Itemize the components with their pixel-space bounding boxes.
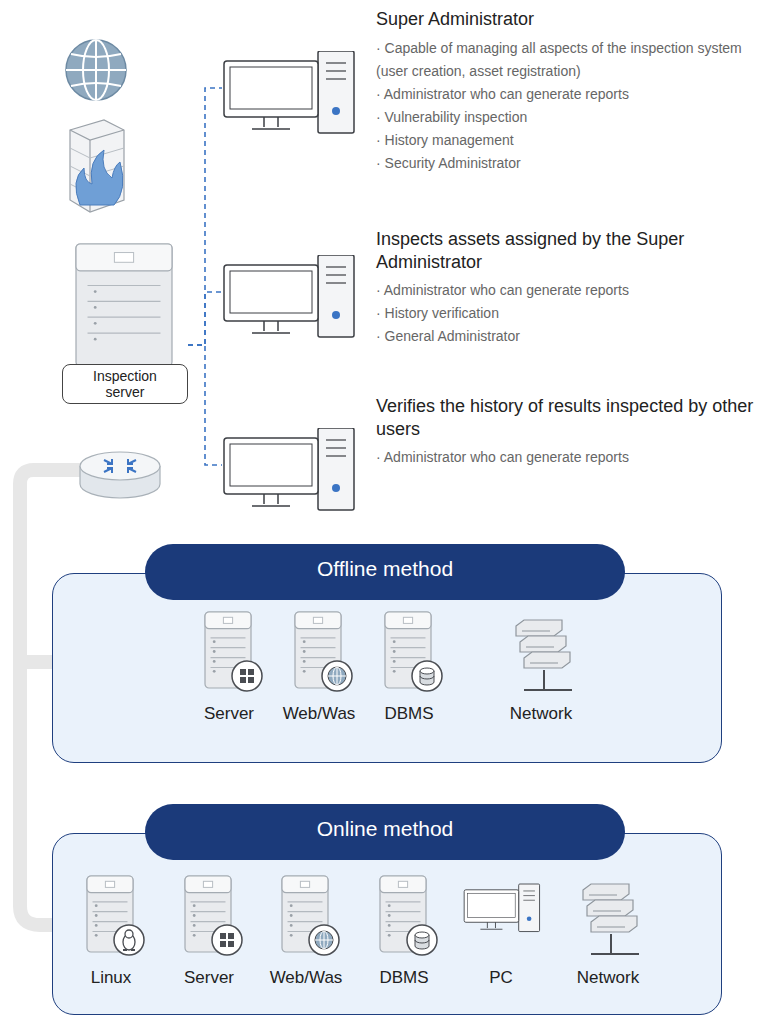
role-heading: Inspects assets assigned by the Super Ad… — [376, 228, 756, 273]
globe-badge — [309, 925, 339, 955]
globe-badge — [322, 661, 352, 691]
network-icon — [516, 620, 572, 690]
asset-label: Web/Was — [260, 968, 352, 988]
asset-illustration — [562, 868, 654, 964]
asset-illustration — [495, 604, 587, 700]
role-bullet: · Administrator who can generate reports — [376, 279, 756, 302]
asset-node: Web/Was — [260, 868, 352, 988]
asset-node: Web/Was — [273, 604, 365, 724]
workstation-node: Super Administrator · Capable of managing… — [222, 8, 760, 220]
server-illustration — [70, 242, 180, 370]
asset-label: DBMS — [363, 704, 455, 724]
workstation-node: Verifies the history of results inspecte… — [222, 395, 760, 515]
workstation-text: Verifies the history of results inspecte… — [376, 395, 756, 469]
role-bullet: · Administrator who can generate reports — [376, 83, 756, 106]
dashed-link — [188, 88, 222, 345]
asset-label: DBMS — [358, 968, 450, 988]
workstation-icon — [464, 884, 539, 932]
server-icon — [76, 244, 172, 366]
asset-illustration — [163, 868, 255, 964]
role-bullet: · Capable of managing all aspects of the… — [376, 37, 756, 83]
workstation-illustration — [222, 428, 358, 514]
win-badge — [232, 661, 262, 691]
asset-label: Web/Was — [273, 704, 365, 724]
linux-badge — [114, 925, 144, 955]
asset-label: Server — [163, 968, 255, 988]
db-badge — [412, 661, 442, 691]
asset-label: Network — [562, 968, 654, 988]
asset-illustration — [358, 868, 450, 964]
role-bullet: · General Administrator — [376, 325, 756, 348]
network-icon — [583, 884, 639, 954]
server-label: Inspection server — [62, 364, 188, 404]
method-header: Online method — [145, 804, 625, 860]
dashed-link — [188, 345, 222, 465]
asset-node: Network — [495, 604, 587, 724]
method-header: Offline method — [145, 544, 625, 600]
workstation-icon — [224, 255, 354, 337]
method-panel: Offline methodServerWeb/WasDBMSNetwork — [52, 573, 722, 763]
asset-label: Linux — [65, 968, 157, 988]
workstation-illustration — [222, 51, 358, 137]
workstation-text: Super Administrator · Capable of managing… — [376, 8, 756, 175]
workstation-icon — [224, 428, 354, 510]
method-panel: Online methodLinuxServerWeb/WasDBMSPCNet… — [52, 833, 722, 1015]
role-bullet: · History management — [376, 129, 756, 152]
win-badge — [212, 925, 242, 955]
asset-node: Linux — [65, 868, 157, 988]
db-badge — [407, 925, 437, 955]
asset-illustration — [65, 868, 157, 964]
workstation-illustration — [222, 255, 358, 341]
asset-node: DBMS — [363, 604, 455, 724]
workstation-icon — [224, 51, 354, 133]
asset-node: Server — [183, 604, 275, 724]
asset-node: PC — [455, 868, 547, 988]
role-bullet: · History verification — [376, 302, 756, 325]
role-bullet: · Security Administrator — [376, 152, 756, 175]
firewall-icon — [70, 120, 124, 212]
asset-illustration — [260, 868, 352, 964]
workstation-text: Inspects assets assigned by the Super Ad… — [376, 228, 756, 348]
role-bullet: · Administrator who can generate reports — [376, 446, 756, 469]
workstation-node: Inspects assets assigned by the Super Ad… — [222, 228, 760, 388]
trunk-branch — [20, 655, 56, 669]
role-bullet: · Vulnerability inspection — [376, 106, 756, 129]
asset-label: Server — [183, 704, 275, 724]
asset-illustration — [183, 604, 275, 700]
asset-label: Network — [495, 704, 587, 724]
asset-node: DBMS — [358, 868, 450, 988]
globe-icon — [66, 40, 126, 100]
asset-node: Server — [163, 868, 255, 988]
role-heading: Super Administrator — [376, 8, 756, 31]
asset-illustration — [363, 604, 455, 700]
asset-label: PC — [455, 968, 547, 988]
inspection-server-node: Inspection server — [62, 238, 188, 404]
role-heading: Verifies the history of results inspecte… — [376, 395, 756, 440]
router-icon — [80, 452, 160, 498]
asset-node: Network — [562, 868, 654, 988]
asset-illustration — [273, 604, 365, 700]
asset-illustration — [455, 868, 547, 964]
dashed-link — [188, 292, 222, 345]
